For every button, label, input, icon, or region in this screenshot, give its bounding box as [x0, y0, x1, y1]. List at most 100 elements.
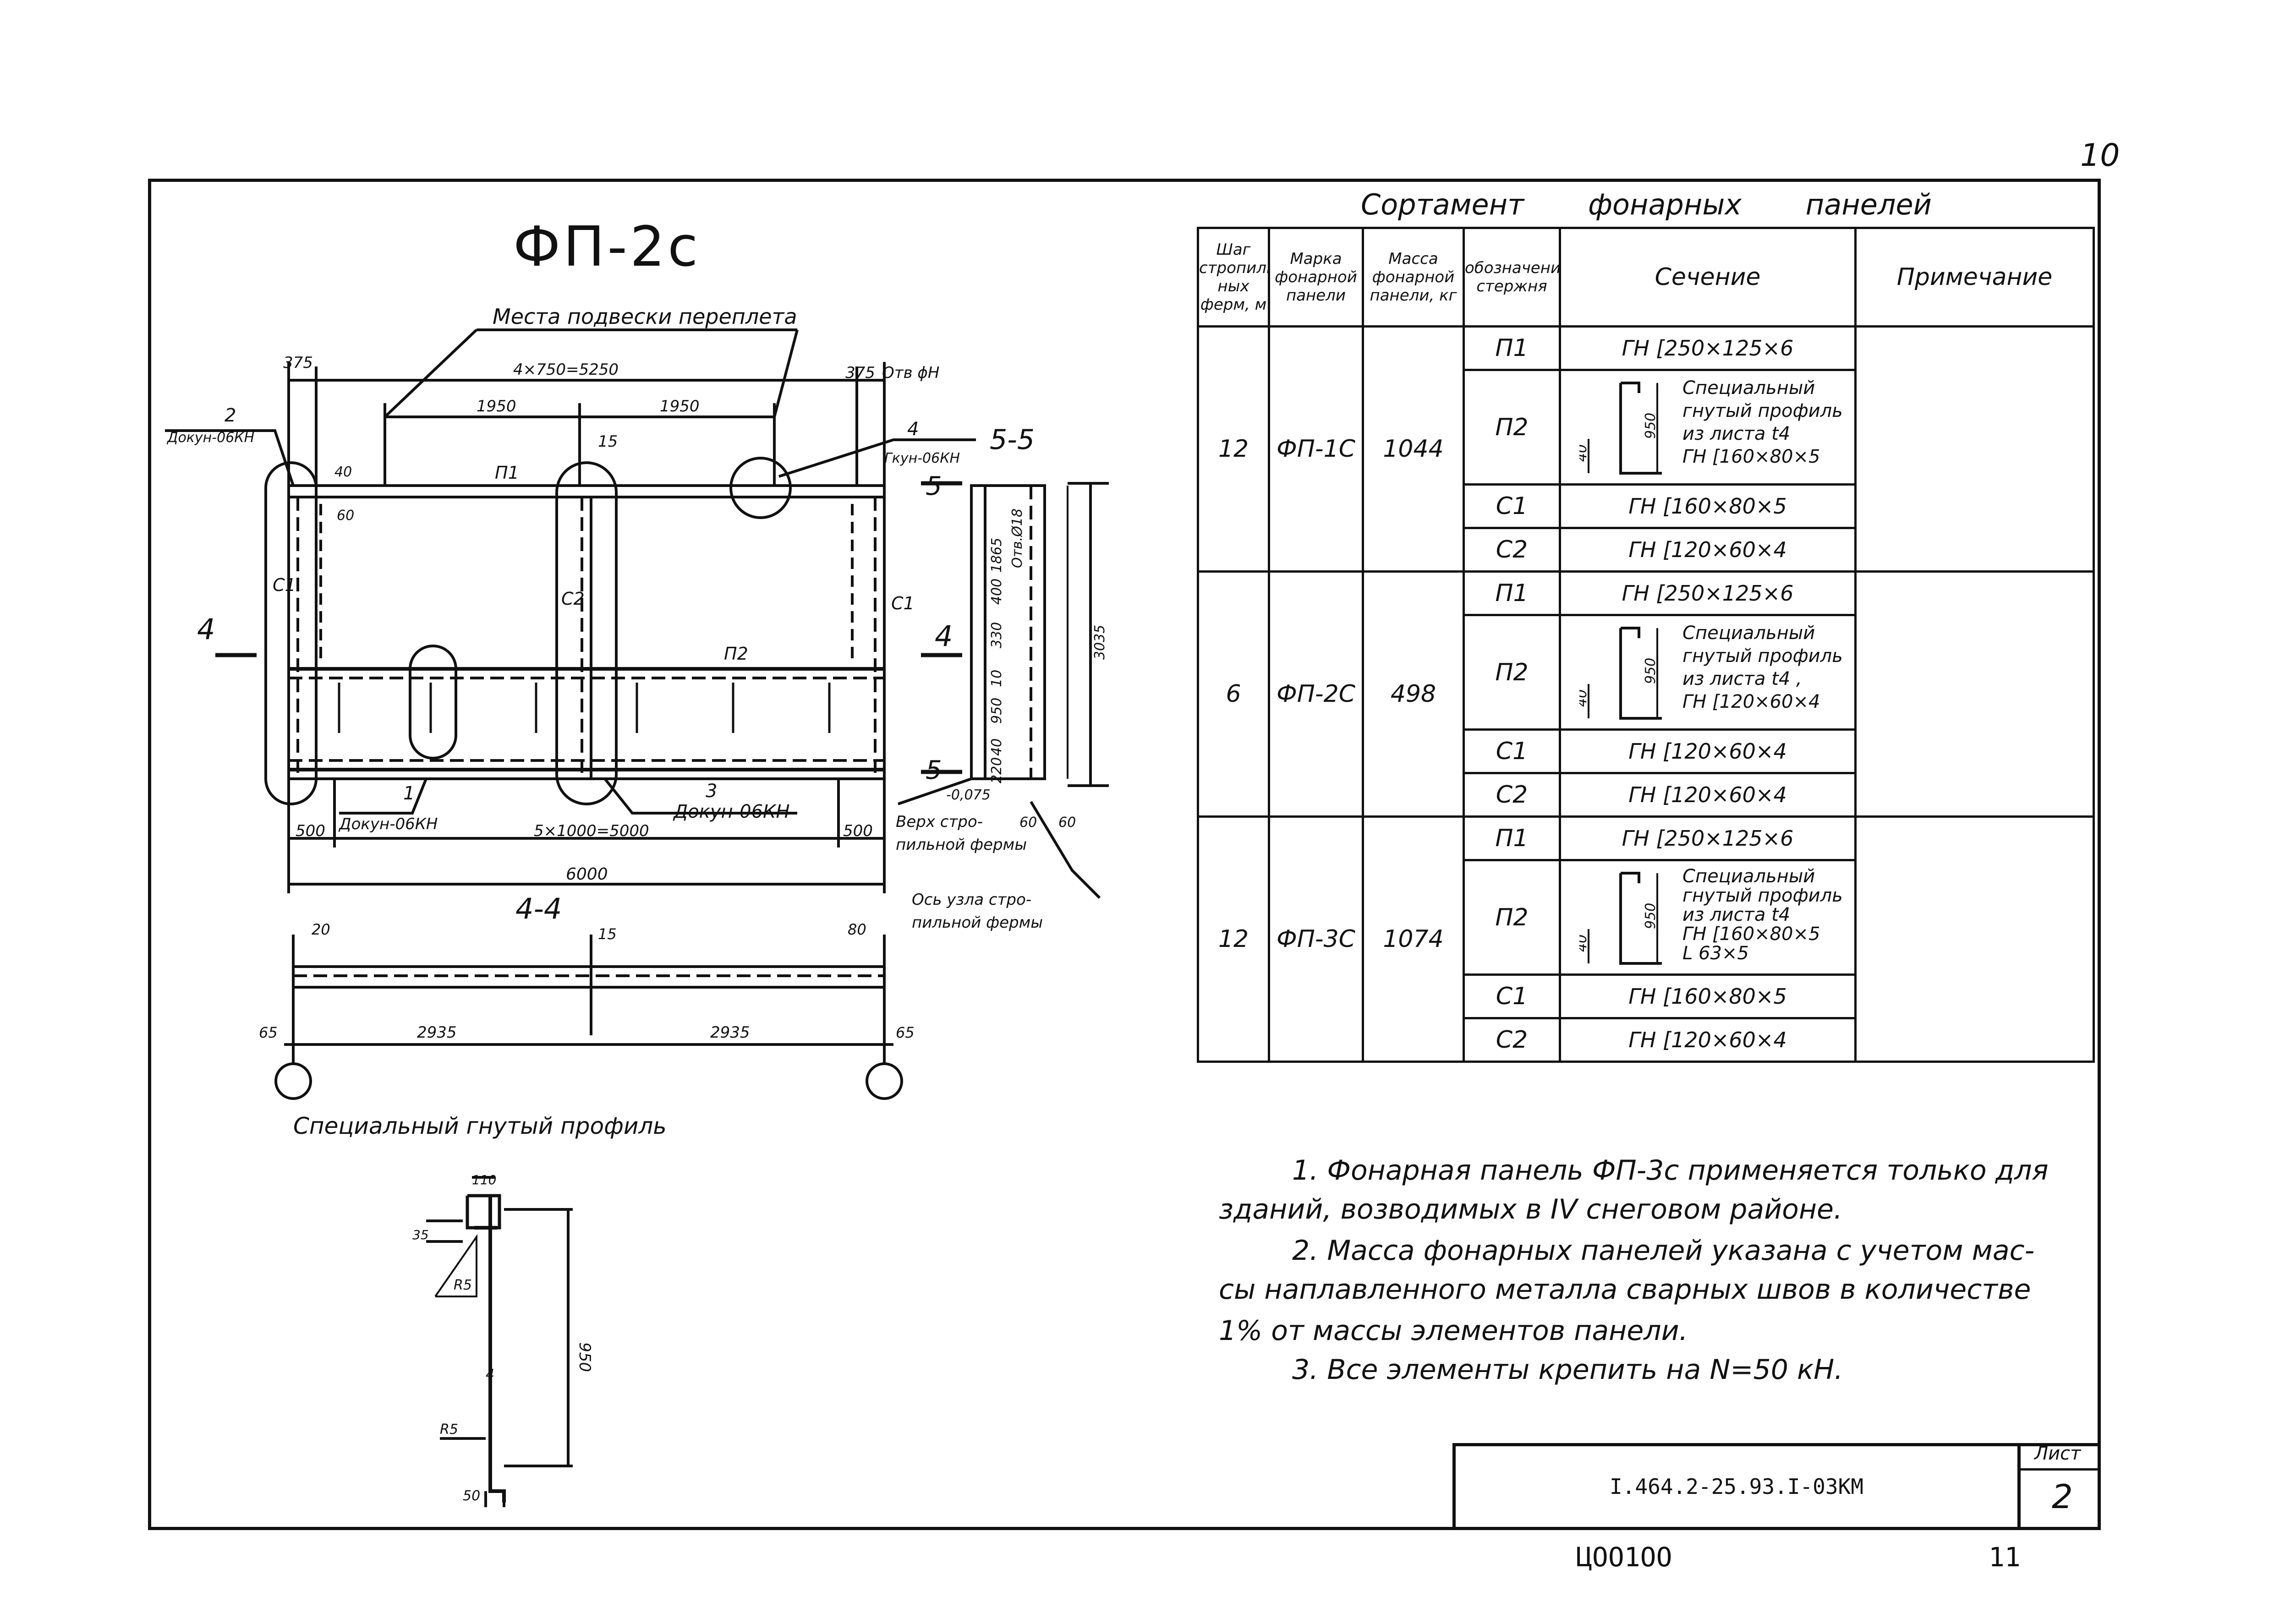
archive-code: ЦОО1ОО [1576, 1542, 1672, 1573]
s55-hole: Отв.Ø18 [1009, 509, 1025, 568]
cell-section: ГН [120×60×4 [1559, 728, 1857, 774]
header-mass: Масса фонарной панели, кг [1362, 227, 1465, 328]
s44-65-right: 65 [896, 1024, 915, 1041]
cell-section: ГН [250×125×6 [1559, 570, 1857, 616]
sheet-box-divider [2021, 1468, 2101, 1471]
truss-top-line2: пильной фермы [896, 836, 1027, 854]
p2-line: Специальный [1682, 377, 1815, 399]
header-note: Примечание [1854, 227, 2095, 328]
cell-section: ГН [160×80×5 [1559, 483, 1857, 529]
profile-title: Специальный гнутый профиль [293, 1113, 667, 1139]
prof-950: 950 [575, 1342, 594, 1372]
header-step: Шаг стропиль-ных ферм, м [1197, 227, 1270, 328]
cut-5-top: 5 [926, 471, 942, 501]
cell-rod: С2 [1463, 772, 1561, 818]
hanger-label: Места подвески переплета [493, 304, 797, 329]
cell-section: ГН [120×60×4 [1559, 527, 1857, 573]
s55-3035: 3035 [1092, 625, 1108, 660]
label-p1: П1 [495, 463, 519, 483]
cell-rod: С1 [1463, 483, 1561, 529]
panel-outline [287, 484, 886, 780]
p2-dim-b: 950 [1643, 903, 1659, 929]
cell-section-profile: 40 950 Специальный гнутый профиль из лис… [1559, 859, 1857, 976]
cell-section: ГН [160×80×5 [1559, 973, 1857, 1019]
prof-r5-top: R5 [454, 1277, 472, 1293]
cell-note [1854, 570, 2095, 818]
callout-oval-2 [264, 461, 318, 805]
cell-rod: П2 [1463, 859, 1561, 976]
page-number: 11 [1989, 1542, 2021, 1573]
assortment-table: Шаг стропиль-ных ферм, м Марка фонарной … [1197, 227, 2095, 1063]
mark-1-text: Докун-06КН [338, 815, 438, 833]
label-c2: С2 [561, 589, 585, 609]
drawing-code-stamp: I.464.2-25.93.I-03КМ [1452, 1443, 2021, 1530]
dim-1950-b: 1950 [660, 397, 700, 416]
mark-3-text: Докун-06КН [673, 801, 790, 822]
table-caption: Сортамент фонарных панелей [1361, 188, 1932, 221]
table-row: 12 ФП-1С 1044 П1 ГН [250×125×6 [1197, 325, 2095, 573]
drawing-title: ФП-2с [513, 215, 701, 279]
dim-60: 60 [337, 508, 354, 524]
dim-1950-a: 1950 [477, 397, 516, 416]
prof-4: 4 [486, 1367, 494, 1383]
s44-80: 80 [848, 921, 866, 938]
dim-500-left: 500 [296, 822, 325, 840]
table-row: С2 ГН [120×60×4 [1198, 1017, 2094, 1063]
callout-oval-3 [555, 461, 618, 805]
p2-line: Специальный [1682, 866, 1815, 887]
hole-label: Отв ϕН [882, 364, 939, 382]
cell-rod: С1 [1463, 973, 1561, 1019]
mark-4: 4 [907, 419, 919, 440]
cut-4-left: 4 [197, 612, 215, 646]
dim-375-right: 375 [845, 364, 875, 382]
panel-drawing: Места подвески переплета 4×750=5250 375 … [165, 304, 1109, 1507]
note-line: сы наплавленного металла сварных швов в … [1219, 1274, 2031, 1306]
truss-axis-line2: пильной фермы [912, 913, 1043, 932]
cell-mass: 1044 [1362, 325, 1465, 573]
mark-2-text: Докун-06КН [166, 430, 254, 446]
dim-6000: 6000 [566, 865, 608, 884]
s55-40: 40 [989, 738, 1005, 756]
callout-circle-4 [729, 457, 792, 519]
s55-60a: 60 [1019, 815, 1037, 831]
table-row: С2 ГН [120×60×4 [1198, 772, 2094, 818]
s55-10: 10 [989, 670, 1005, 687]
table-row: С1 ГН [120×60×4 [1198, 728, 2094, 774]
p2-line: гнутый профиль [1682, 400, 1843, 421]
cell-rod: П1 [1463, 815, 1561, 861]
s44-2935-a: 2935 [417, 1023, 457, 1042]
p2-line: из листа t4 , [1682, 668, 1802, 689]
s44-2935-b: 2935 [710, 1023, 750, 1042]
profile-sketch-icon: 40 950 [1579, 627, 1662, 720]
prof-35: 35 [412, 1227, 429, 1242]
note-line: 1. Фонарная панель ФП-3с применяется тол… [1292, 1154, 2049, 1187]
p2-line: из листа t4 [1682, 423, 1791, 444]
section-4-4-label: 4-4 [515, 892, 562, 925]
s55-220: 220 [989, 757, 1005, 783]
axis-bubble-left [274, 1062, 312, 1100]
label-c1-right: С1 [891, 593, 915, 613]
cell-step: 6 [1197, 570, 1270, 818]
p2-line: Специальный [1682, 623, 1815, 644]
mark-4-text: Гкун-06КН [884, 450, 960, 466]
table-row: 6 ФП-2С 498 П1 ГН [250×125×6 [1197, 570, 2095, 818]
header-mark: Марка фонарной панели [1268, 227, 1364, 328]
table-row: П2 40 950 Специальный гнутый профиль из … [1198, 369, 2094, 486]
truss-axis-line1: Ось узла стро- [912, 891, 1031, 909]
label-p2: П2 [724, 644, 748, 664]
table-row: С2 ГН [120×60×4 [1198, 527, 2094, 573]
header-rod: обозначение стержня [1463, 227, 1561, 328]
p2-line: ГН [160×80×5 [1682, 446, 1820, 467]
cell-section: ГН [120×60×4 [1559, 772, 1857, 818]
cell-mark: ФП-2С [1268, 570, 1364, 818]
p2-dim-a: 40 [1579, 935, 1590, 952]
note-line: 1% от массы элементов панели. [1219, 1315, 1688, 1347]
dim-top-total: 4×750=5250 [513, 361, 619, 379]
dim-375-left: 375 [283, 354, 313, 372]
mark-2: 2 [225, 405, 236, 426]
cell-mass: 498 [1362, 570, 1465, 818]
cell-section: ГН [120×60×4 [1559, 1017, 1857, 1063]
table-row: П2 40 950 Специальный гнутый профиль из … [1198, 859, 2094, 976]
cell-rod: С2 [1463, 527, 1561, 573]
note-line: 2. Масса фонарных панелей указана с учет… [1292, 1235, 2035, 1267]
